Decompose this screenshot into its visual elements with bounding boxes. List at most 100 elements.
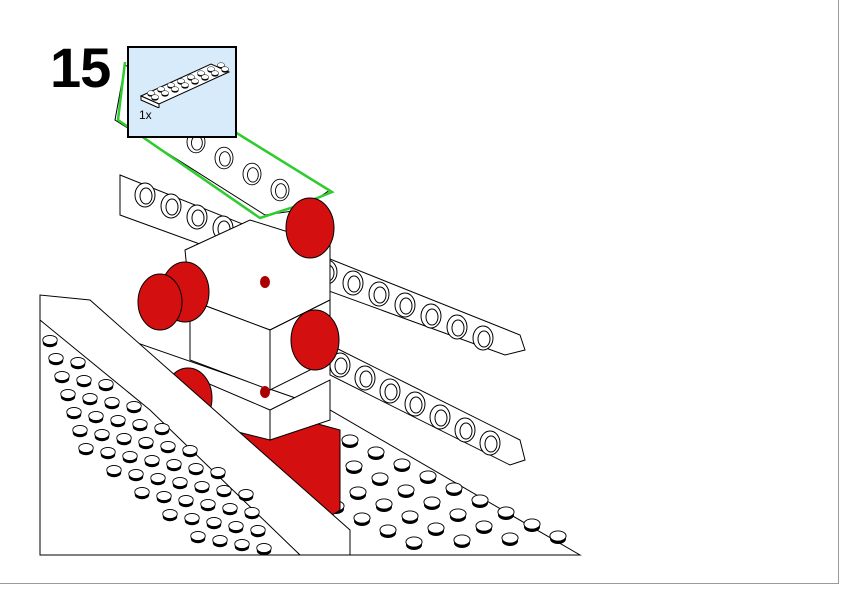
stud-icon [48, 353, 64, 366]
stud-icon [54, 371, 70, 384]
hole-icon [472, 325, 494, 351]
stud-icon [134, 487, 150, 500]
stud-icon [42, 335, 58, 348]
stud-icon [353, 512, 371, 527]
stud-icon [128, 469, 144, 482]
stud-icon [160, 441, 176, 454]
stud-icon [70, 357, 86, 370]
hole-icon [342, 270, 364, 296]
stud-icon [371, 472, 389, 487]
stud-icon [138, 437, 154, 450]
stud-icon [72, 425, 88, 438]
stud-icon [116, 433, 132, 446]
stud-icon [106, 465, 122, 478]
stud-icon [200, 499, 216, 512]
stud-icon [379, 524, 397, 539]
stud-icon [471, 494, 489, 509]
technic-beam-lower [329, 344, 526, 466]
stud-icon [341, 434, 359, 449]
stud-icon [191, 78, 199, 85]
stud-icon [78, 443, 94, 456]
stud-icon [171, 86, 179, 93]
stud-icon [445, 482, 463, 497]
stud-icon [216, 485, 232, 498]
hole-icon [134, 182, 156, 208]
hole-icon [404, 391, 426, 417]
stud-icon [244, 507, 260, 520]
stud-icon [100, 447, 116, 460]
stud-icon [190, 531, 206, 544]
stud-icon [211, 70, 219, 77]
stud-icon [188, 463, 204, 476]
stud-icon [172, 477, 188, 490]
stud-icon [423, 496, 441, 511]
hole-icon [446, 314, 468, 340]
stud-icon [156, 491, 172, 504]
stud-icon [122, 451, 138, 464]
foreground-plate [39, 294, 351, 556]
hole-icon [429, 404, 451, 430]
stud-icon [66, 407, 82, 420]
stud-icon [126, 401, 142, 414]
red-bushes [137, 197, 340, 429]
stud-icon [60, 389, 76, 402]
stud-icon [82, 393, 98, 406]
stud-icon [523, 518, 541, 533]
stud-icon [194, 481, 210, 494]
hole-icon [368, 281, 390, 307]
stud-icon [250, 525, 266, 538]
hole-icon [454, 417, 476, 443]
stud-icon [419, 470, 437, 485]
stud-icon [144, 455, 160, 468]
hole-icon [242, 162, 262, 186]
hole-icon [354, 365, 376, 391]
stud-icon [238, 489, 254, 502]
stud-icon [94, 429, 110, 442]
stud-icon [212, 535, 228, 548]
stud-icon [150, 473, 166, 486]
stud-icon [497, 506, 515, 521]
page-border [0, 583, 839, 584]
stud-icon [549, 530, 567, 545]
stud-icon [182, 445, 198, 458]
stud-icon [349, 486, 367, 501]
stud-icon [181, 82, 189, 89]
hole-icon [394, 292, 416, 318]
stud-icon [110, 415, 126, 428]
hole-icon [214, 146, 234, 170]
stud-icon [234, 539, 250, 552]
stud-icon [397, 484, 415, 499]
hole-icon [186, 204, 208, 230]
page-border [838, 0, 839, 584]
hole-icon [420, 303, 442, 329]
stud-icon [184, 513, 200, 526]
stud-icon [132, 419, 148, 432]
stud-icon [228, 521, 244, 534]
stud-icon [345, 460, 363, 475]
part-quantity: 1x [139, 108, 152, 122]
stud-icon [453, 534, 471, 549]
stud-icon [76, 375, 92, 388]
hole-icon [379, 378, 401, 404]
stud-icon [88, 411, 104, 424]
stud-icon [367, 446, 385, 461]
stud-icon [256, 543, 272, 556]
stud-icon [151, 94, 159, 101]
stud-icon [201, 74, 209, 81]
stud-icon [501, 532, 519, 547]
hole-icon [479, 430, 501, 456]
stud-icon [375, 498, 393, 513]
stud-icon [401, 510, 419, 525]
stud-icon [206, 517, 222, 530]
hole-icon [270, 178, 290, 202]
parts-callout: 1x [127, 46, 237, 138]
stud-icon [162, 509, 178, 522]
hole-icon [160, 193, 182, 219]
stud-icon [104, 397, 120, 410]
stud-icon [393, 458, 411, 473]
stud-icon [221, 66, 229, 73]
stud-icon [405, 536, 423, 551]
stud-icon [427, 522, 445, 537]
stud-icon [166, 459, 182, 472]
